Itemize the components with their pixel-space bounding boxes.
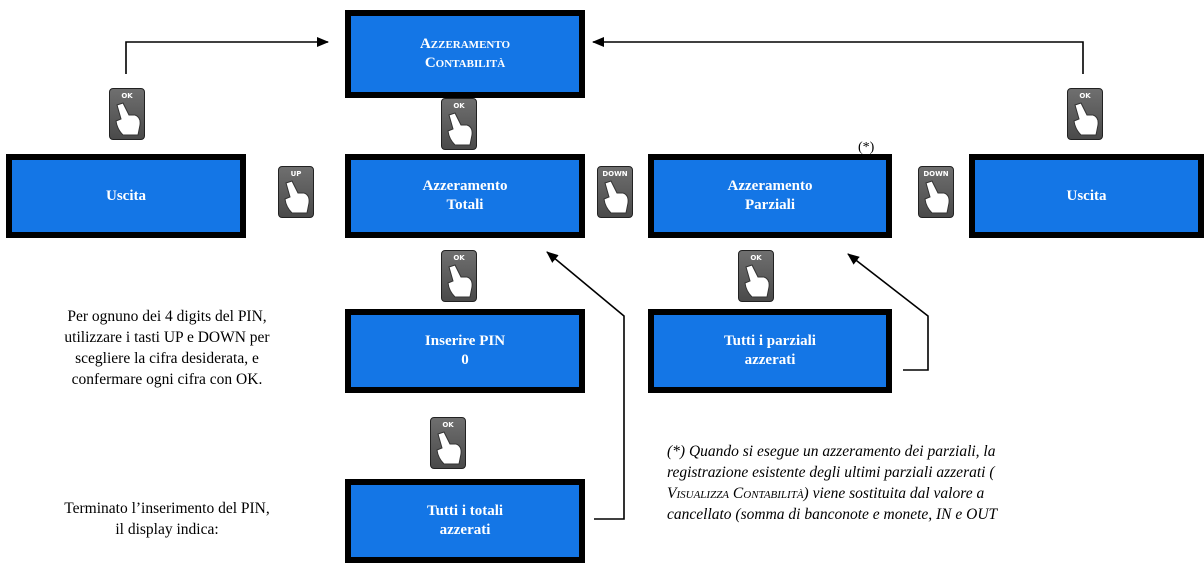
key-label: UP: [290, 170, 302, 178]
footnote-text: ) viene sostituita dal valore a: [803, 485, 985, 502]
box-line-1: Azzeramento: [422, 178, 508, 194]
key-label: OK: [121, 92, 133, 100]
box-line-2: azzerati: [744, 352, 796, 368]
down-key-icon: DOWN: [597, 166, 633, 218]
box-azzeramento-contabilita: Azzeramento Contabilità: [345, 10, 585, 98]
key-label: OK: [442, 421, 454, 429]
footnote-term: Contabilità: [732, 485, 804, 502]
box-line-1: Tutti i parziali: [724, 333, 816, 349]
box-uscita-right: Uscita: [969, 154, 1204, 238]
asterisk-mark: (*): [858, 140, 875, 155]
footnote: (*) Quando si esegue un azzeramento dei …: [667, 441, 997, 525]
ok-key-icon: OK: [1067, 88, 1103, 140]
box-line-1: Tutti i totali: [426, 503, 504, 519]
box-line-2: 0: [461, 352, 469, 368]
ok-key-icon: OK: [109, 88, 145, 140]
box-tutti-parziali-azzerati: Tutti i parziali azzerati: [648, 309, 892, 393]
key-label: OK: [453, 102, 465, 110]
key-label: OK: [750, 254, 762, 262]
note-line: Per ognuno dei 4 digits del PIN,: [67, 308, 267, 325]
box-label: Uscita: [1066, 187, 1107, 204]
box-label: Uscita: [106, 187, 146, 204]
footnote-line: registrazione esistente degli ultimi par…: [667, 464, 995, 481]
key-label: DOWN: [602, 170, 628, 178]
arrow-parziali-done-to-parziali: [847, 253, 929, 371]
ok-key-icon: OK: [441, 250, 477, 302]
box-line-2: azzerati: [439, 522, 491, 538]
arrow-left-exit-to-top: [125, 37, 329, 74]
ok-key-icon: OK: [738, 250, 774, 302]
box-line-2: Contabilità: [424, 55, 506, 71]
footnote-line: (*) Quando si esegue un azzeramento dei …: [667, 443, 996, 460]
note-line: il display indica:: [115, 521, 219, 538]
footnote-line: Visualizza Contabilità) viene sostituita…: [667, 483, 997, 504]
box-azzeramento-parziali: Azzeramento Parziali: [648, 154, 892, 238]
note-line: confermare ogni cifra con OK.: [71, 371, 263, 388]
ok-key-icon: OK: [430, 417, 466, 469]
box-azzeramento-totali: Azzeramento Totali: [345, 154, 585, 238]
done-instructions: Terminato l’inserimento del PIN, il disp…: [2, 498, 332, 540]
box-line-1: Azzeramento: [419, 36, 511, 52]
box-tutti-totali-azzerati: Tutti i totali azzerati: [345, 479, 585, 563]
box-line-2: Parziali: [745, 197, 795, 213]
box-uscita-left: Uscita: [6, 154, 246, 238]
key-label: DOWN: [923, 170, 949, 178]
up-key-icon: UP: [278, 166, 314, 218]
footnote-line: cancellato (somma di banconote e monete,…: [667, 506, 998, 523]
down-key-icon: DOWN: [918, 166, 954, 218]
footnote-term: Visualizza: [667, 485, 730, 502]
key-label: OK: [1079, 92, 1091, 100]
arrow-right-exit-to-top: [592, 37, 1084, 74]
note-line: Terminato l’inserimento del PIN,: [64, 500, 270, 517]
key-label: OK: [453, 254, 465, 262]
pin-instructions: Per ognuno dei 4 digits del PIN, utilizz…: [2, 306, 332, 390]
note-line: utilizzare i tasti UP e DOWN per: [64, 329, 270, 346]
box-inserire-pin: Inserire PIN 0: [345, 309, 585, 393]
box-line-2: Totali: [446, 197, 484, 213]
box-line-1: Inserire PIN: [424, 333, 506, 349]
ok-key-icon: OK: [441, 98, 477, 150]
arrow-totali-done-to-totali: [546, 251, 625, 520]
note-line: scegliere la cifra desiderata, e: [75, 350, 259, 367]
box-line-1: Azzeramento: [727, 178, 813, 194]
